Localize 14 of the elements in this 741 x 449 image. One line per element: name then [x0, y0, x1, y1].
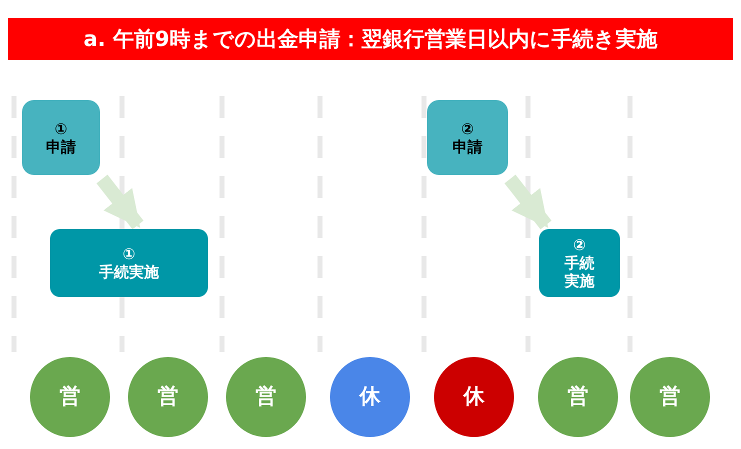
- day-circle: 営: [538, 357, 618, 437]
- day-circle: 休: [330, 357, 410, 437]
- arrow: [504, 174, 552, 230]
- day-circle: 営: [630, 357, 710, 437]
- day-circle: 営: [128, 357, 208, 437]
- day-circle: 休: [434, 357, 514, 437]
- day-circle: 営: [30, 357, 110, 437]
- request-box: ② 申請: [427, 100, 508, 175]
- procedure-box: ② 手続実施: [539, 229, 620, 297]
- day-circle: 営: [226, 357, 306, 437]
- procedure-box: ① 手続実施: [50, 229, 208, 297]
- title-banner: a. 午前9時までの出金申請：翌銀行営業日以内に手続き実施: [8, 18, 733, 60]
- request-box: ① 申請: [22, 100, 100, 175]
- arrow: [96, 174, 144, 230]
